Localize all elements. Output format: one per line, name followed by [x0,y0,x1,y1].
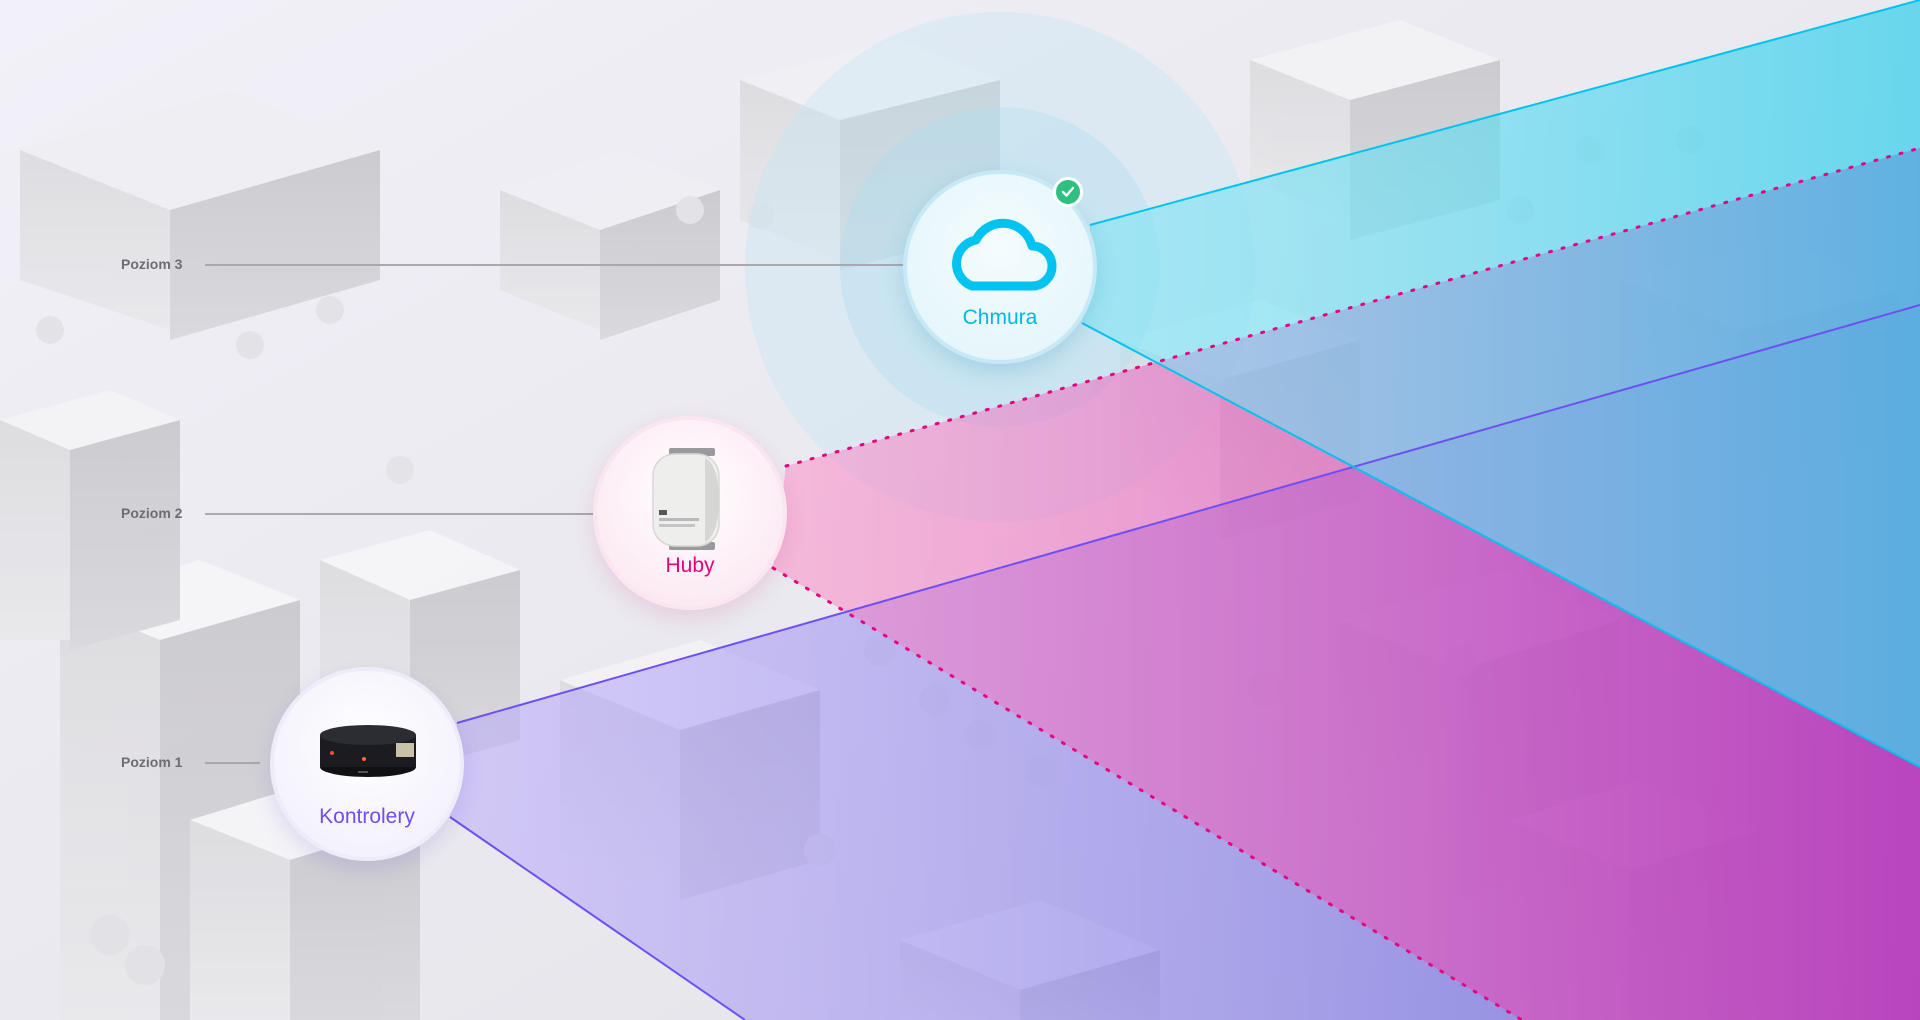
hub-node[interactable]: Huby [593,416,787,610]
cloud-coverage-band [1082,0,1920,767]
controller-node[interactable]: Kontrolery [270,667,464,861]
controller-band-lower-edge [449,816,746,1020]
cloud-band-lower-edge [1081,322,1920,768]
hub-device-icon [652,448,720,550]
cloud-node[interactable]: Chmura [903,170,1097,364]
hub-band-upper-edge [784,146,1920,468]
level-3-line [205,264,905,266]
level-1-line [205,762,260,764]
check-icon [1061,186,1075,197]
cloud-icon [952,218,1057,291]
cloud-band-upper-edge [1089,0,1920,226]
controller-node-label: Kontrolery [319,805,415,828]
controller-band-upper-edge [456,304,1920,724]
level-2-label: Poziom 2 [121,505,183,521]
level-3-label: Poziom 3 [121,256,183,272]
hub-band-lower-edge [771,566,1524,1020]
level-1-label: Poziom 1 [121,754,183,770]
cloud-node-label: Chmura [962,306,1038,329]
controller-device-icon [320,725,416,777]
status-ok-badge [1053,177,1083,207]
hub-node-label: Huby [665,554,715,577]
level-2-line [205,513,595,515]
